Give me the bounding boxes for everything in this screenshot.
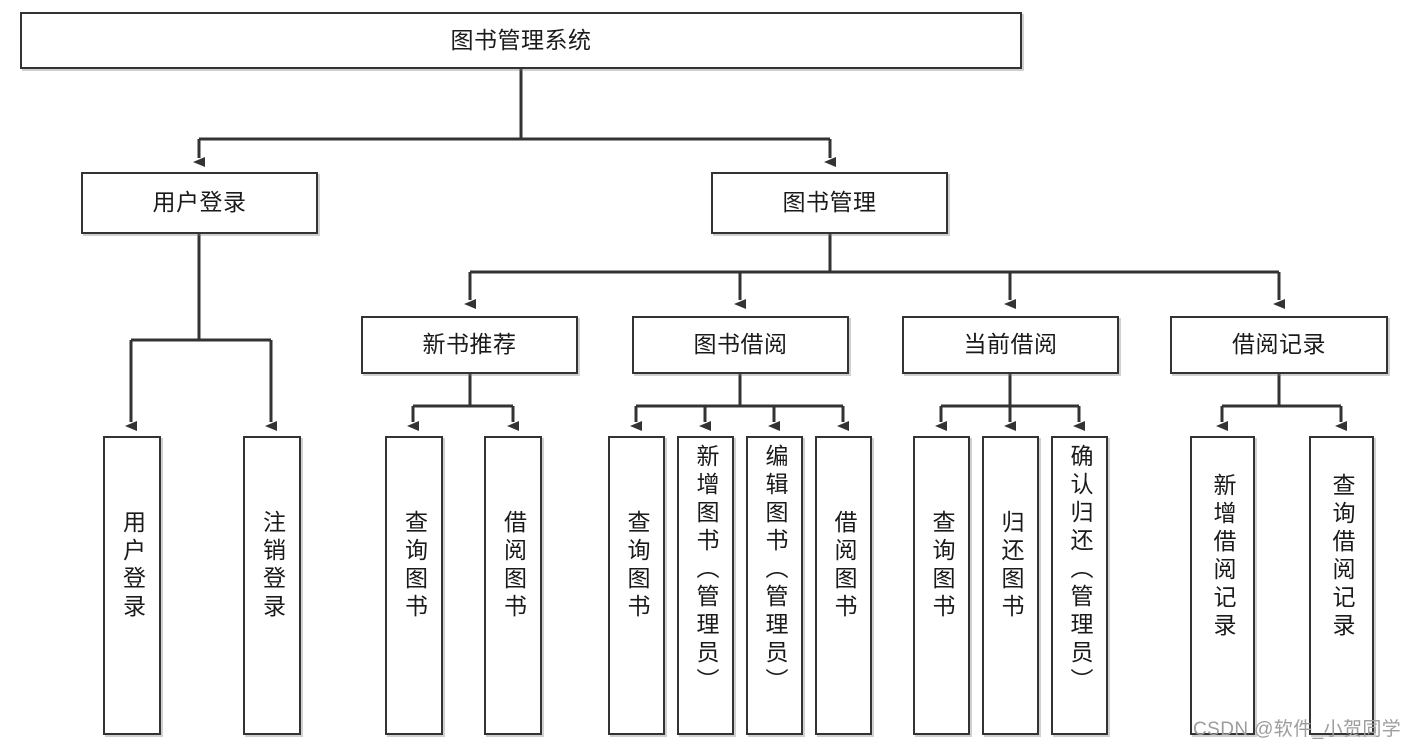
node-root[interactable]: 图书管理系统 xyxy=(20,12,1022,69)
node-borrow-record-label: 借阅记录 xyxy=(1232,331,1326,358)
leaf-add-book[interactable]: 新增图书（管理员） xyxy=(677,436,734,735)
leaf-query-record[interactable]: 查询借阅记录 xyxy=(1309,436,1374,735)
leaf-add-book-label: 新增图书（管理员） xyxy=(693,444,719,696)
leaf-confirm-return-label: 确认归还（管理员） xyxy=(1067,444,1093,696)
leaf-confirm-return[interactable]: 确认归还（管理员） xyxy=(1051,436,1108,735)
leaf-query-book-3[interactable]: 查询图书 xyxy=(913,436,970,735)
leaf-query-book-2[interactable]: 查询图书 xyxy=(608,436,665,735)
leaf-query-book-3-label: 查询图书 xyxy=(929,510,955,622)
node-new-book-recommend-label: 新书推荐 xyxy=(422,331,517,358)
node-user-login[interactable]: 用户登录 xyxy=(81,172,318,234)
node-book-manage-label: 图书管理 xyxy=(782,189,877,216)
leaf-query-book-1-label: 查询图书 xyxy=(401,510,428,622)
leaf-borrow-book-2-label: 借阅图书 xyxy=(831,510,857,622)
leaf-user-login[interactable]: 用户登录 xyxy=(103,436,161,735)
node-book-borrow[interactable]: 图书借阅 xyxy=(632,316,849,374)
leaf-edit-book[interactable]: 编辑图书（管理员） xyxy=(746,436,803,735)
leaf-user-login-label: 用户登录 xyxy=(119,510,146,622)
leaf-add-record-label: 新增借阅记录 xyxy=(1210,473,1236,641)
node-current-borrow[interactable]: 当前借阅 xyxy=(902,316,1119,374)
leaf-borrow-book-1[interactable]: 借阅图书 xyxy=(484,436,542,735)
leaf-add-record[interactable]: 新增借阅记录 xyxy=(1190,436,1255,735)
node-root-label: 图书管理系统 xyxy=(450,26,592,53)
leaf-borrow-book-1-label: 借阅图书 xyxy=(500,510,527,622)
leaf-return-book-label: 归还图书 xyxy=(998,510,1024,622)
node-new-book-recommend[interactable]: 新书推荐 xyxy=(361,316,578,374)
node-user-login-label: 用户登录 xyxy=(152,189,247,216)
node-current-borrow-label: 当前借阅 xyxy=(963,331,1058,358)
node-book-manage[interactable]: 图书管理 xyxy=(711,172,948,234)
leaf-logout-login[interactable]: 注销登录 xyxy=(243,436,301,735)
leaf-edit-book-label: 编辑图书（管理员） xyxy=(762,444,788,696)
leaf-borrow-book-2[interactable]: 借阅图书 xyxy=(815,436,872,735)
leaf-query-book-2-label: 查询图书 xyxy=(624,510,650,622)
node-book-borrow-label: 图书借阅 xyxy=(693,331,788,358)
leaf-return-book[interactable]: 归还图书 xyxy=(982,436,1039,735)
leaf-query-book-1[interactable]: 查询图书 xyxy=(385,436,443,735)
node-borrow-record[interactable]: 借阅记录 xyxy=(1170,316,1388,374)
leaf-query-record-label: 查询借阅记录 xyxy=(1329,473,1355,641)
csdn-watermark: CSDN @软件_小贺同学 xyxy=(1193,719,1402,740)
leaf-logout-login-label: 注销登录 xyxy=(259,510,286,622)
